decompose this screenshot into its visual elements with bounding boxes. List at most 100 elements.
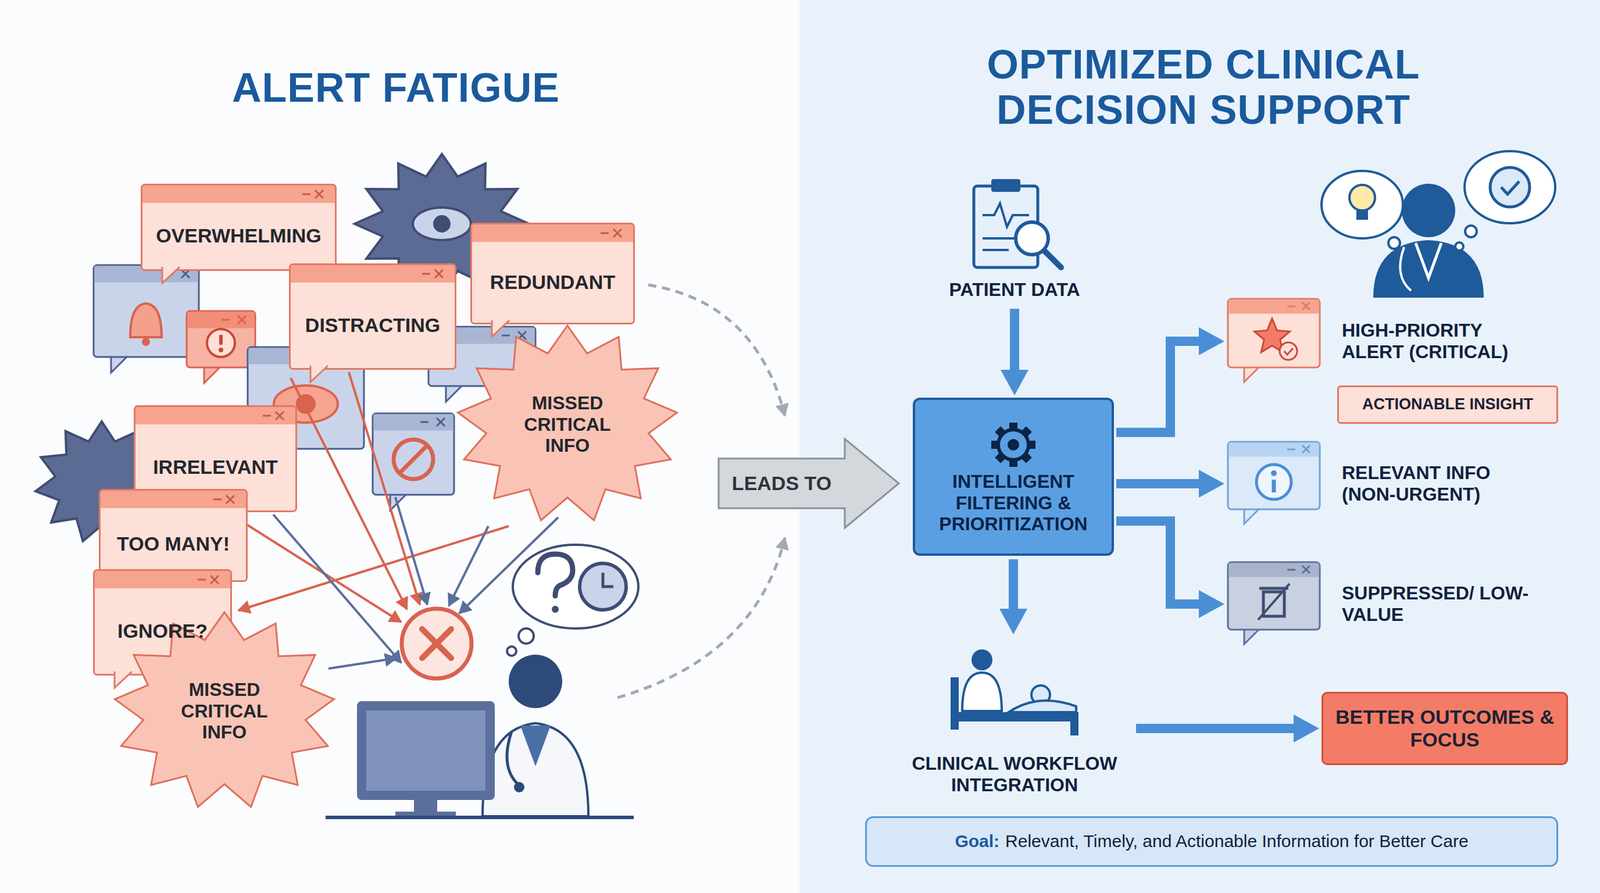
dashed-arrow (617, 537, 785, 698)
window-icon (1229, 300, 1320, 314)
pointer-line (273, 514, 402, 663)
pointer-line (395, 497, 428, 605)
alert-window (221, 315, 246, 324)
window-controls (211, 491, 242, 507)
window-controls (300, 186, 331, 202)
node-label: CLINICAL WORKFLOW INTEGRATION (901, 752, 1128, 796)
process-box: INTELLIGENT FILTERING & PRIORITIZATION (912, 397, 1114, 556)
alert-window (372, 413, 455, 495)
monitor (413, 800, 438, 813)
node-label: OVERWHELMING (155, 224, 322, 248)
pointer-line (290, 377, 407, 610)
starburst-callout: MISSED CRITICAL INFO (113, 612, 335, 810)
dashed-arrow (648, 284, 785, 416)
bubble-tail (491, 320, 510, 337)
window-controls (260, 408, 291, 424)
pointer-line (348, 372, 420, 605)
goal-box: Goal:Relevant, Timely, and Actionable In… (865, 816, 1559, 867)
window-controls (422, 269, 444, 278)
bubble-tail (491, 320, 512, 339)
node-label: REDUNDANT (490, 270, 616, 294)
bubble-tail (162, 267, 182, 285)
thought-bubble (506, 646, 517, 656)
window-controls (213, 495, 235, 504)
starburst-shape (115, 612, 335, 807)
monitor (356, 701, 495, 800)
clinician-figure (1373, 240, 1484, 298)
node-label: INTELLIGENT FILTERING & PRIORITIZATION (924, 470, 1103, 535)
clinician-figure (962, 672, 1002, 712)
panel-ground (799, 0, 1600, 893)
check-symbol (1279, 342, 1298, 360)
lightbulb-symbol (1349, 184, 1375, 211)
window-icon (1287, 302, 1310, 310)
node-label: SUPPRESSED/ LOW-VALUE (1341, 582, 1540, 626)
window-controls (262, 411, 284, 420)
node-label: TOO MANY! (116, 532, 230, 556)
eye-symbol (412, 207, 471, 241)
exclamation-symbol (219, 334, 223, 345)
patient-data-icon (956, 174, 1073, 274)
alert-window (186, 311, 256, 368)
panel-heading: OPTIMIZED CLINICAL DECISION SUPPORT (883, 41, 1524, 134)
result-box: BETTER OUTCOMES & FOCUS (1321, 691, 1569, 766)
alert-window (187, 312, 255, 329)
alert-window (93, 265, 199, 373)
stethoscope (1400, 247, 1412, 291)
info-symbol (1272, 479, 1277, 493)
node-label: ACTIONABLE INSIGHT (1362, 395, 1534, 414)
alert-window (420, 418, 445, 427)
alert-box: REDUNDANT (470, 222, 635, 325)
node-label: DISTRACTING (305, 313, 441, 337)
ban-symbol (393, 439, 434, 480)
magnifier-symbol (1043, 250, 1062, 268)
trash-symbol (1258, 583, 1290, 620)
ban-symbol (399, 445, 428, 474)
clinician-figure (482, 723, 589, 817)
thought-bubble (512, 544, 639, 629)
arrow-shape (718, 438, 899, 528)
flow-arrow (1116, 520, 1199, 605)
window-icon (1227, 441, 1320, 510)
alert-box: DISTRACTING (288, 263, 457, 370)
stethoscope (513, 781, 525, 793)
bubble-tail (114, 672, 135, 690)
clinician-figure (971, 649, 993, 671)
node-label: Relevant, Timely, and Actionable Informa… (1005, 831, 1469, 852)
clock-symbol (1490, 167, 1530, 207)
check-symbol (1284, 348, 1294, 355)
rejected-symbol (422, 629, 452, 659)
window-icon (1227, 562, 1320, 630)
window-icon (1229, 443, 1320, 457)
clinician-figure (1415, 243, 1442, 278)
node-label: RELEVANT INFO (NON-URGENT) (1341, 462, 1540, 506)
node-label: IGNORE? (117, 619, 208, 643)
alert-icon (1226, 561, 1321, 648)
check-symbol (1501, 181, 1520, 195)
alert-window (372, 413, 455, 511)
question-symbol (551, 605, 559, 613)
rejected-symbol (401, 608, 472, 679)
thought-bubble (518, 628, 534, 644)
exclamation-symbol (206, 329, 235, 357)
window-icon (1287, 565, 1310, 574)
starburst-callout: MISSED CRITICAL INFO (456, 325, 678, 524)
eye-symbol (295, 394, 316, 414)
clock-symbol (602, 572, 614, 587)
thought-bubble (1464, 151, 1556, 224)
clinician-figure (1401, 183, 1456, 238)
result-box: ACTIONABLE INSIGHT (1337, 385, 1559, 424)
thought-bubble (1388, 237, 1400, 249)
bell-symbol (141, 337, 150, 346)
pointer-line (448, 526, 489, 606)
eye-symbol (433, 215, 451, 233)
pointer-line (238, 526, 509, 611)
window-controls (302, 190, 324, 199)
window-controls (197, 575, 219, 584)
flow-arrow (1008, 559, 1019, 609)
alert-window (93, 265, 199, 357)
alert-window (186, 311, 256, 384)
icon-node: CLINICAL WORKFLOW INTEGRATION (895, 636, 1134, 806)
